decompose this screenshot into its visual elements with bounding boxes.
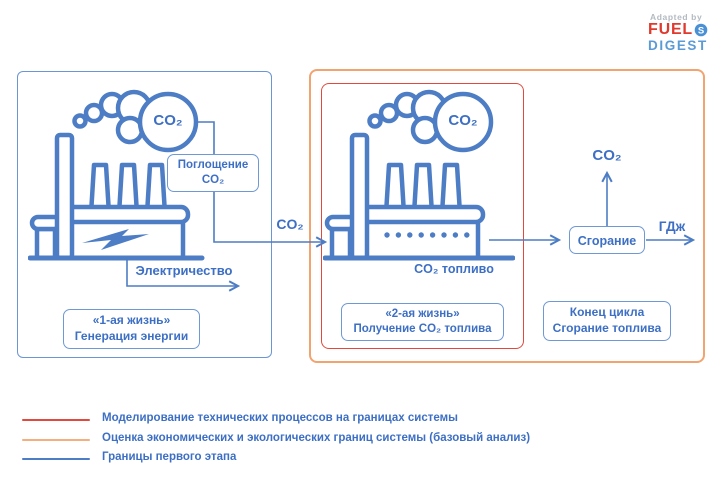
legend-red-line: [22, 419, 90, 421]
end-caption-line2: Сгорание топлива: [552, 320, 662, 335]
main-building-roof: [60, 204, 191, 225]
brand-logo: Adapted by FUEL S DIGEST: [648, 13, 708, 53]
co2-transfer-label: CO₂: [276, 216, 304, 232]
stage1-caption-line2: Генерация энергии: [74, 328, 189, 343]
stage2-cloud-co2-label: CO₂: [448, 112, 478, 129]
factory-icon-energy-plant: [28, 89, 205, 261]
chimney-icon: [54, 132, 75, 261]
absorption-line1: Поглощение: [177, 159, 249, 171]
logo-fuel-text: FUEL: [648, 20, 693, 38]
stage1-caption-line1: «1-ая жизнь»: [92, 313, 171, 327]
electricity-label: Электричество: [135, 263, 233, 278]
legend-orange-line: [22, 439, 90, 441]
stage2-caption-line2: Получение CO₂ топлива: [353, 323, 492, 336]
stage1-cloud-co2-label: CO₂: [153, 112, 183, 129]
main-building-roof: [355, 204, 486, 225]
smoke-cloud-icon: [367, 89, 494, 153]
logo-adapted-by: Adapted by: [650, 12, 703, 22]
legend-blue-line: [22, 458, 90, 460]
lightning-bolt-icon: [82, 229, 149, 250]
end-of-cycle-caption-box: Конец цикла Сгорание топлива: [543, 301, 671, 341]
legend-label-modeling: Моделирование технических процессов на г…: [102, 412, 458, 424]
logo-s-letter: S: [698, 26, 704, 37]
legend-label-first-stage: Границы первого этапа: [102, 451, 237, 463]
energy-gj-label: ГДж: [658, 219, 686, 234]
chimney-icon: [349, 132, 370, 261]
legend-label-assessment: Оценка экономических и экологических гра…: [102, 432, 531, 444]
stage2-caption-box: «2-ая жизнь» Получение CO₂ топлива: [341, 303, 504, 342]
absorption-box: Поглощение CO₂: [167, 154, 259, 193]
co2-fuel-label: CO₂ топливо: [414, 262, 494, 276]
smoke-cloud-icon: [72, 89, 199, 153]
logo-swirl-icon: S: [694, 24, 708, 37]
stage2-caption-line1: «2-ая жизнь»: [385, 308, 460, 320]
logo-digest-text: DIGEST: [648, 37, 708, 53]
end-caption-line1: Конец цикла: [569, 305, 645, 319]
fuel-dots-icon: [384, 232, 470, 238]
absorption-line2: CO₂: [201, 174, 225, 187]
stage1-caption-box: «1-ая жизнь» Генерация энергии: [63, 309, 200, 349]
combustion-box: Сгорание: [569, 226, 645, 254]
factory-icon-fuel-plant: [323, 89, 515, 261]
co2-emission-label: CO₂: [592, 147, 622, 164]
